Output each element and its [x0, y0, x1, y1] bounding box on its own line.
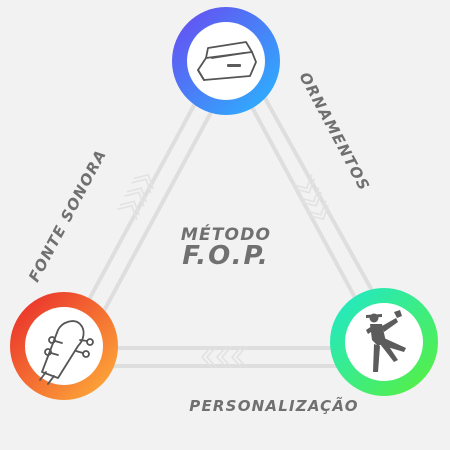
label-fonte-sonora: FONTE SONORA	[25, 146, 110, 285]
label-personalizacao: PERSONALIZAÇÃO	[189, 396, 358, 415]
guitarist-silhouette-icon	[366, 310, 406, 372]
track-right-outer	[238, 83, 368, 320]
track-left-outer	[76, 83, 207, 322]
track-left-inner	[96, 90, 224, 324]
guitar-headstock-icon	[39, 320, 94, 385]
center-title-line1: MÉTODO	[181, 223, 271, 245]
center-title-line2: F.O.P.	[182, 241, 270, 271]
arrow-right-side	[292, 174, 330, 221]
node-top	[172, 7, 280, 115]
arrow-left-side	[117, 173, 155, 220]
arrow-bottom-side	[200, 345, 248, 369]
node-left	[10, 292, 118, 400]
node-right	[330, 288, 438, 396]
wah-pedal-icon	[197, 41, 257, 81]
